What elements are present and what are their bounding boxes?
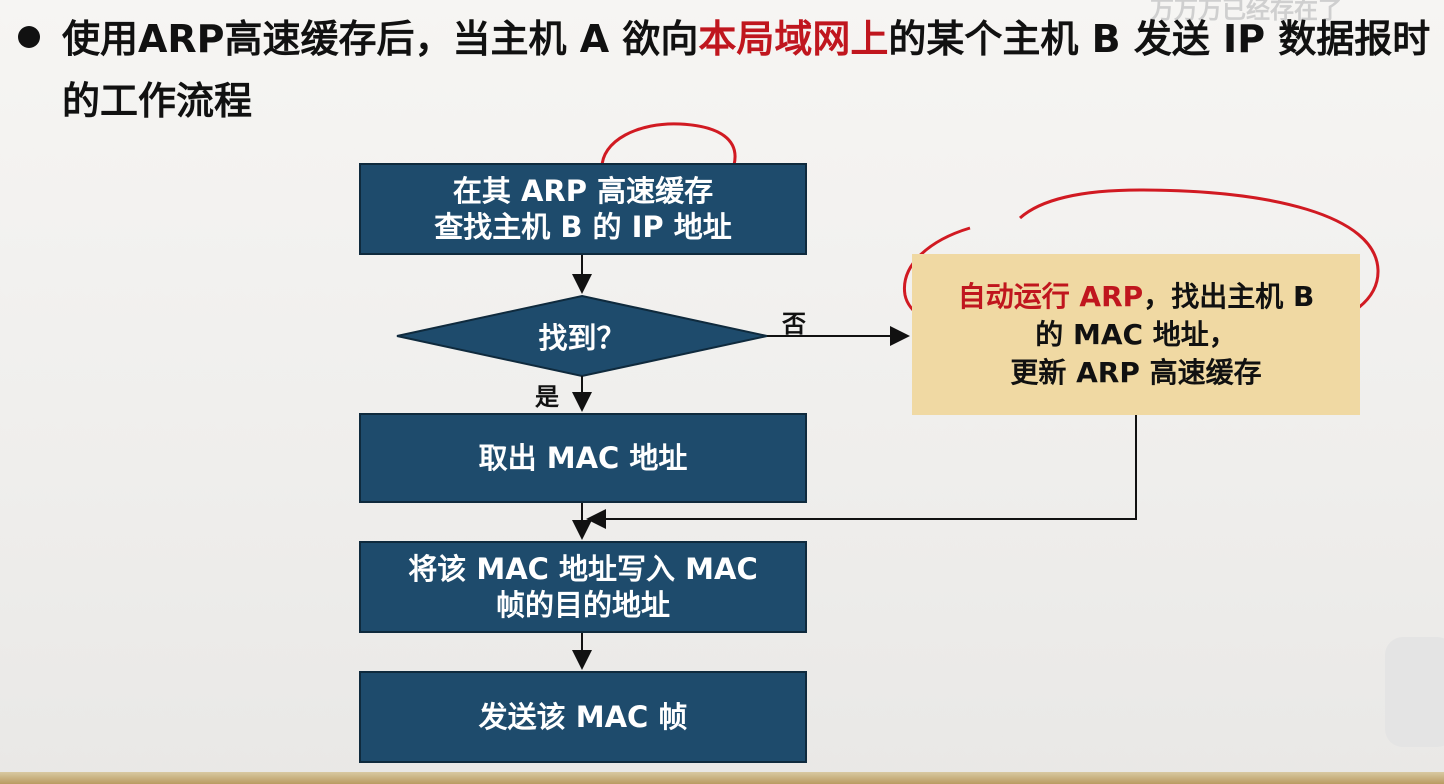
step-get-mac-label: 取出 MAC 地址 (478, 441, 688, 475)
title-highlight: 本局域网上 (698, 17, 889, 61)
auto-run-arp-box: 自动运行 ARP，找出主机 B 的 MAC 地址， 更新 ARP 高速缓存 (912, 254, 1360, 415)
auto-rest-text: ，找出主机 B (1143, 279, 1315, 313)
decision-label: 找到？ (538, 321, 626, 355)
step-send-frame: 发送该 MAC 帧 (359, 671, 807, 763)
watermark-text: 万万万已经存在了 (1150, 0, 1342, 24)
step-lookup-line1: 在其 ARP 高速缓存 (452, 174, 714, 208)
step-send-label: 发送该 MAC 帧 (478, 700, 688, 734)
auto-red-text: 自动运行 ARP (957, 279, 1144, 313)
yes-label: 是 (535, 383, 559, 411)
step-write-line2: 帧的目的地址 (495, 588, 670, 622)
bullet-point (18, 26, 40, 48)
slide-title: 使用ARP高速缓存后，当主机 A 欲向本局域网上的某个主机 B 发送 IP 数据… (62, 8, 1437, 132)
step-lookup-line2: 查找主机 B 的 IP 地址 (434, 210, 732, 244)
title-part2: 的某个主机 B 发送 IP 数据报时的工作流程 (62, 17, 1431, 123)
no-label: 否 (782, 310, 806, 338)
auto-line3: 更新 ARP 高速缓存 (1010, 355, 1262, 389)
step-get-mac: 取出 MAC 地址 (359, 413, 807, 503)
step-write-mac: 将该 MAC 地址写入 MAC 帧的目的地址 (359, 541, 807, 633)
step-write-line1: 将该 MAC 地址写入 MAC (408, 552, 758, 586)
step-lookup-cache: 在其 ARP 高速缓存 查找主机 B 的 IP 地址 (359, 163, 807, 255)
title-part1: 使用ARP高速缓存后，当主机 A 欲向 (62, 17, 699, 61)
auto-line1: 自动运行 ARP，找出主机 B (958, 278, 1315, 316)
auto-line2: 的 MAC 地址， (1035, 317, 1237, 351)
arrow-auto-to-merge (586, 415, 1137, 529)
player-badge-icon[interactable] (1385, 637, 1444, 747)
bottom-decor-strip (0, 772, 1444, 784)
